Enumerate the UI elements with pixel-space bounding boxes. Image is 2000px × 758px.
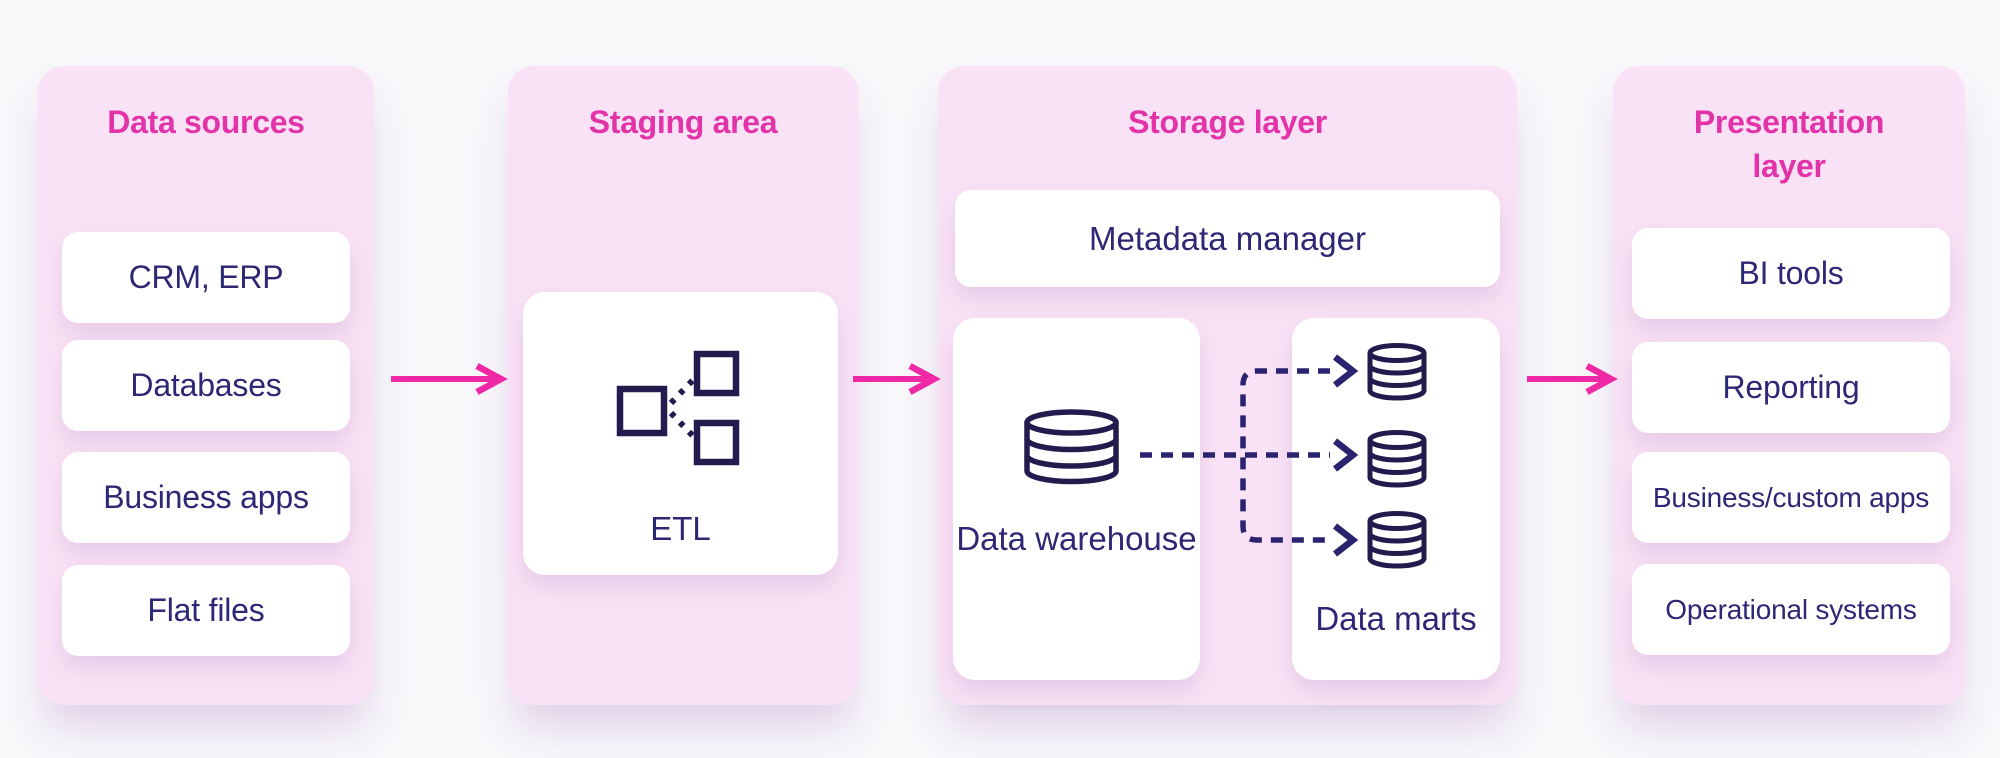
column-title-presentation-layer: Presentation layer bbox=[1693, 104, 1885, 184]
card-databases: Databases bbox=[62, 340, 350, 431]
card-etl: ETL bbox=[523, 292, 838, 575]
card-label: Flat files bbox=[147, 592, 265, 628]
card-business-apps: Business apps bbox=[62, 452, 350, 543]
etl-transform-icon bbox=[616, 350, 740, 466]
card-label: Operational systems bbox=[1665, 593, 1917, 625]
card-label: Data warehouse bbox=[956, 520, 1197, 557]
database-small-icon bbox=[1367, 343, 1427, 401]
card-operational-systems: Operational systems bbox=[1632, 564, 1950, 655]
card-label: Databases bbox=[130, 367, 282, 403]
card-data-marts: Data marts bbox=[1292, 318, 1500, 680]
column-presentation-layer: Presentation layer BI tools Reporting Bu… bbox=[1613, 66, 1965, 705]
card-label: Business apps bbox=[103, 479, 309, 515]
column-title-staging-area: Staging area bbox=[588, 104, 778, 140]
card-data-warehouse: Data warehouse bbox=[953, 318, 1200, 680]
card-label: Business/custom apps bbox=[1652, 481, 1930, 513]
card-business-custom-apps: Business/custom apps bbox=[1632, 452, 1950, 543]
card-label: ETL bbox=[650, 510, 711, 547]
card-crm-erp: CRM, ERP bbox=[62, 232, 350, 323]
column-title-data-sources: Data sources bbox=[107, 104, 305, 140]
card-bi-tools: BI tools bbox=[1632, 228, 1950, 319]
column-storage-layer: Storage layer Metadata manager Data ware… bbox=[938, 66, 1517, 705]
card-flat-files: Flat files bbox=[62, 565, 350, 656]
card-label: Metadata manager bbox=[1088, 219, 1366, 257]
card-label: Data marts bbox=[1315, 600, 1477, 637]
column-title-storage-layer: Storage layer bbox=[1128, 104, 1327, 140]
database-icon bbox=[1024, 409, 1119, 485]
card-metadata-manager: Metadata manager bbox=[955, 190, 1500, 287]
database-small-icon bbox=[1367, 511, 1427, 569]
card-reporting: Reporting bbox=[1632, 342, 1950, 433]
column-data-sources: Data sources CRM, ERP Databases Business… bbox=[38, 66, 374, 705]
database-small-icon bbox=[1367, 430, 1427, 488]
card-label: CRM, ERP bbox=[128, 259, 284, 295]
card-label: BI tools bbox=[1738, 255, 1844, 291]
column-staging-area: Staging area ETL bbox=[508, 66, 858, 705]
card-label: Reporting bbox=[1722, 369, 1860, 405]
